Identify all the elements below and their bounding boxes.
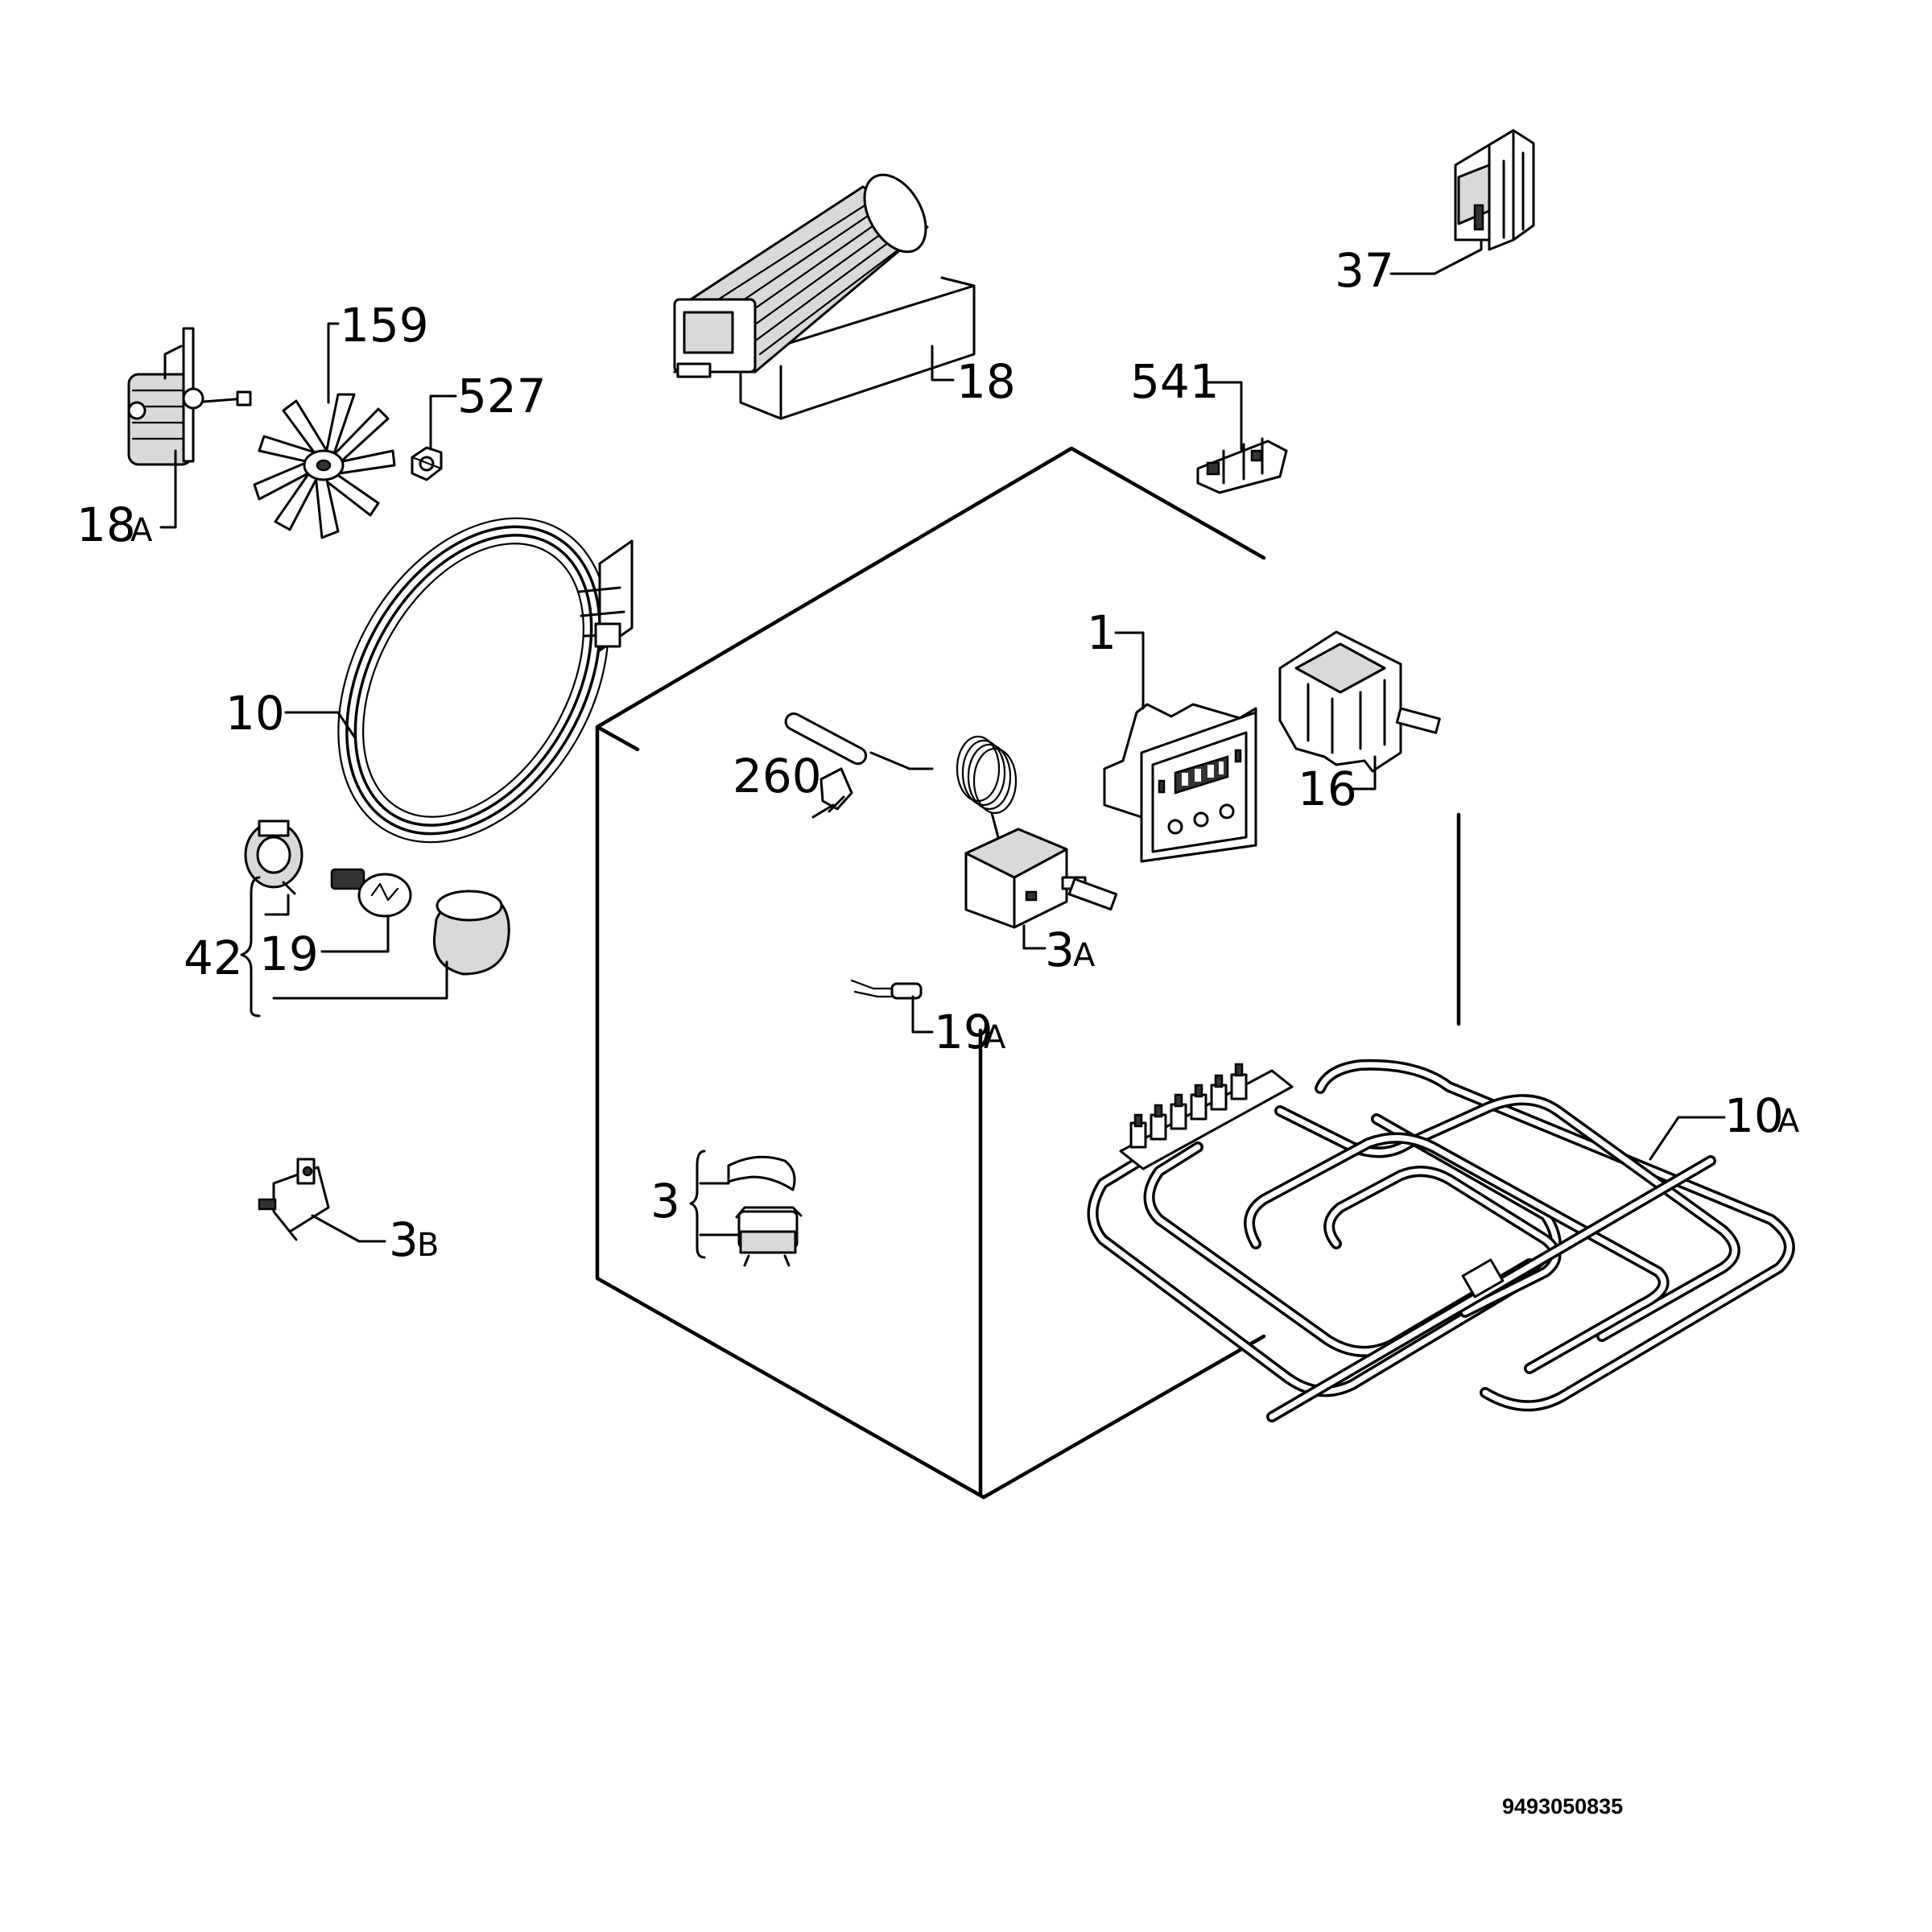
label-1: 1 (1087, 605, 1117, 660)
fan-motor (127, 327, 252, 466)
brace-42 (240, 876, 261, 1018)
leader-541 (1206, 381, 1243, 451)
label-3: 3 (650, 1174, 680, 1228)
circular-heating-element (337, 517, 634, 844)
label-19a-suffix: A (984, 1019, 1006, 1056)
label-10: 10 (225, 686, 285, 741)
oven-cabinet-outline (595, 446, 1461, 1500)
label-3a: 3 (1045, 923, 1075, 977)
leader-19a (911, 995, 934, 1034)
tangential-fan-blower (673, 173, 976, 420)
label-18: 18 (956, 354, 1016, 409)
label-19: 19 (259, 927, 319, 981)
label-3b-suffix: B (417, 1227, 439, 1264)
label-260: 260 (733, 749, 822, 803)
leader-10 (284, 711, 356, 738)
thermal-cutout-3b (258, 1158, 330, 1241)
leader-16 (1351, 755, 1377, 791)
fan-nut (411, 446, 443, 481)
lamp-wire-19a (850, 979, 923, 1000)
terminal-block-541 (1196, 437, 1288, 494)
label-10a: 10 (1724, 1088, 1784, 1143)
label-42: 42 (184, 931, 243, 985)
lamp-bulb (330, 868, 412, 918)
label-37: 37 (1335, 243, 1394, 298)
leader-lamp-holder (264, 894, 290, 916)
leader-18a (159, 449, 177, 529)
label-18a: 18 (76, 497, 136, 552)
label-10a-suffix: A (1777, 1103, 1800, 1140)
leader-159 (327, 322, 340, 404)
fan-blade (253, 393, 396, 539)
label-16: 16 (1298, 762, 1357, 816)
selector-switch (1278, 630, 1441, 773)
leader-3a (1022, 924, 1046, 950)
label-18a-suffix: A (130, 512, 153, 549)
lamp-cover (432, 890, 510, 976)
label-3b: 3 (389, 1212, 419, 1267)
leader-10a (1649, 1116, 1726, 1161)
leader-527 (429, 394, 457, 451)
grill-heating-element (1087, 1059, 1795, 1422)
label-3a-suffix: A (1073, 937, 1096, 974)
lamp-holder (244, 819, 303, 895)
switch-37 (1454, 129, 1535, 251)
label-541: 541 (1130, 354, 1220, 409)
leader-1 (1114, 631, 1145, 710)
clip-260 (811, 767, 853, 819)
leader-19 (320, 914, 390, 953)
door-switch-parts (727, 1155, 803, 1267)
leader-3b (311, 1214, 386, 1243)
drawing-code: 9493050835 (1502, 1794, 1623, 1818)
label-159: 159 (340, 298, 429, 353)
leader-18 (931, 345, 955, 382)
label-19a: 19 (934, 1005, 993, 1059)
brace-3 (689, 1150, 706, 1259)
leader-37 (1389, 238, 1483, 275)
electronic-timer (1103, 703, 1257, 863)
thermostat-3a (784, 712, 1118, 929)
label-527: 527 (457, 369, 547, 423)
leader-lamp-cover (272, 960, 448, 1000)
